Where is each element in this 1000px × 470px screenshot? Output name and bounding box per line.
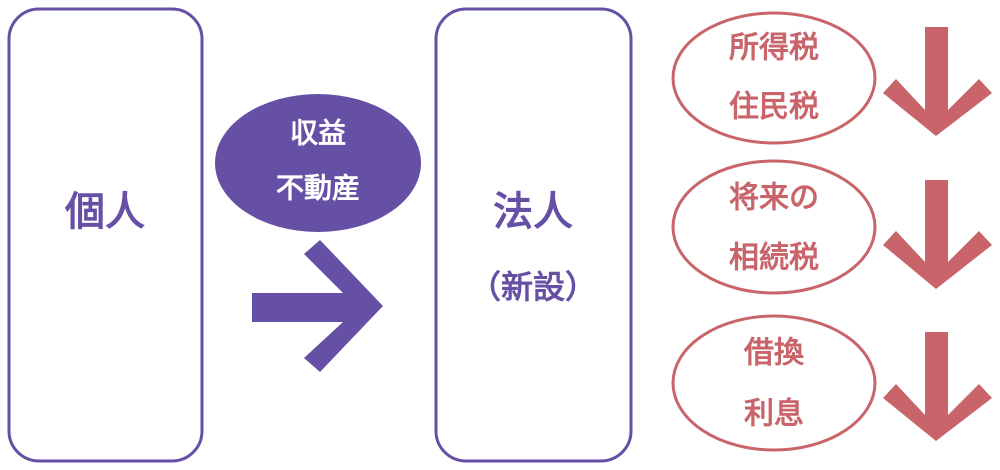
individual-box: 個人 <box>7 7 204 463</box>
arrow-down-icon <box>883 180 992 289</box>
effect-line2: 相続税 <box>729 241 819 276</box>
effect-inheritance-tax: 将来の 相続税 <box>671 159 992 295</box>
effect-line2: 住民税 <box>729 90 819 125</box>
transfer-line2: 不動産 <box>276 172 360 205</box>
effect-line1: 将来の <box>729 181 819 216</box>
corporation-sub: （新設） <box>469 268 597 306</box>
corporation-label: 法人 <box>493 189 573 235</box>
corporation-box: 法人 （新設） <box>434 7 633 463</box>
arrow-down-icon <box>883 27 992 136</box>
effect-income-tax: 所得税 住民税 <box>671 11 992 145</box>
effect-line1: 借換 <box>743 336 805 371</box>
transfer-ellipse: 収益 不動産 <box>215 94 421 232</box>
transfer-line1: 収益 <box>290 117 346 150</box>
effect-loan-interest: 借換 利息 <box>671 314 992 452</box>
individual-label: 個人 <box>64 189 145 235</box>
effect-line2: 利息 <box>744 397 804 432</box>
arrow-down-icon <box>883 332 992 441</box>
arrow-right-icon <box>252 240 383 372</box>
effect-line1: 所得税 <box>729 31 819 66</box>
